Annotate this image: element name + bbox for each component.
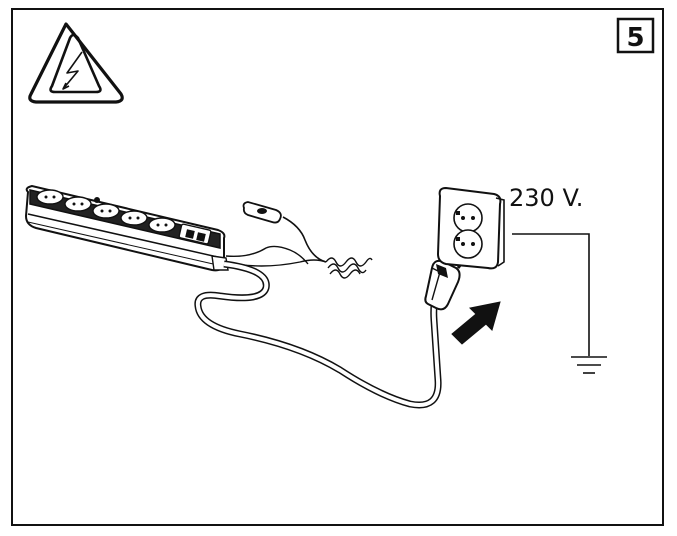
step-number-badge: 5 xyxy=(616,17,655,54)
panel-frame xyxy=(11,8,664,526)
step-number: 5 xyxy=(626,23,644,53)
coiled-cord xyxy=(225,245,373,279)
power-cable xyxy=(194,260,442,409)
earth-wire xyxy=(512,233,590,356)
power-strip xyxy=(24,184,229,272)
plug-in-arrow-icon xyxy=(451,301,501,345)
strip-sockets xyxy=(36,189,176,233)
voltage-label: 230 V. xyxy=(509,184,583,212)
wall-socket xyxy=(436,186,505,270)
inline-switch xyxy=(242,201,327,263)
earth-ground-icon xyxy=(571,356,607,374)
electric-shock-warning-icon xyxy=(28,22,124,104)
